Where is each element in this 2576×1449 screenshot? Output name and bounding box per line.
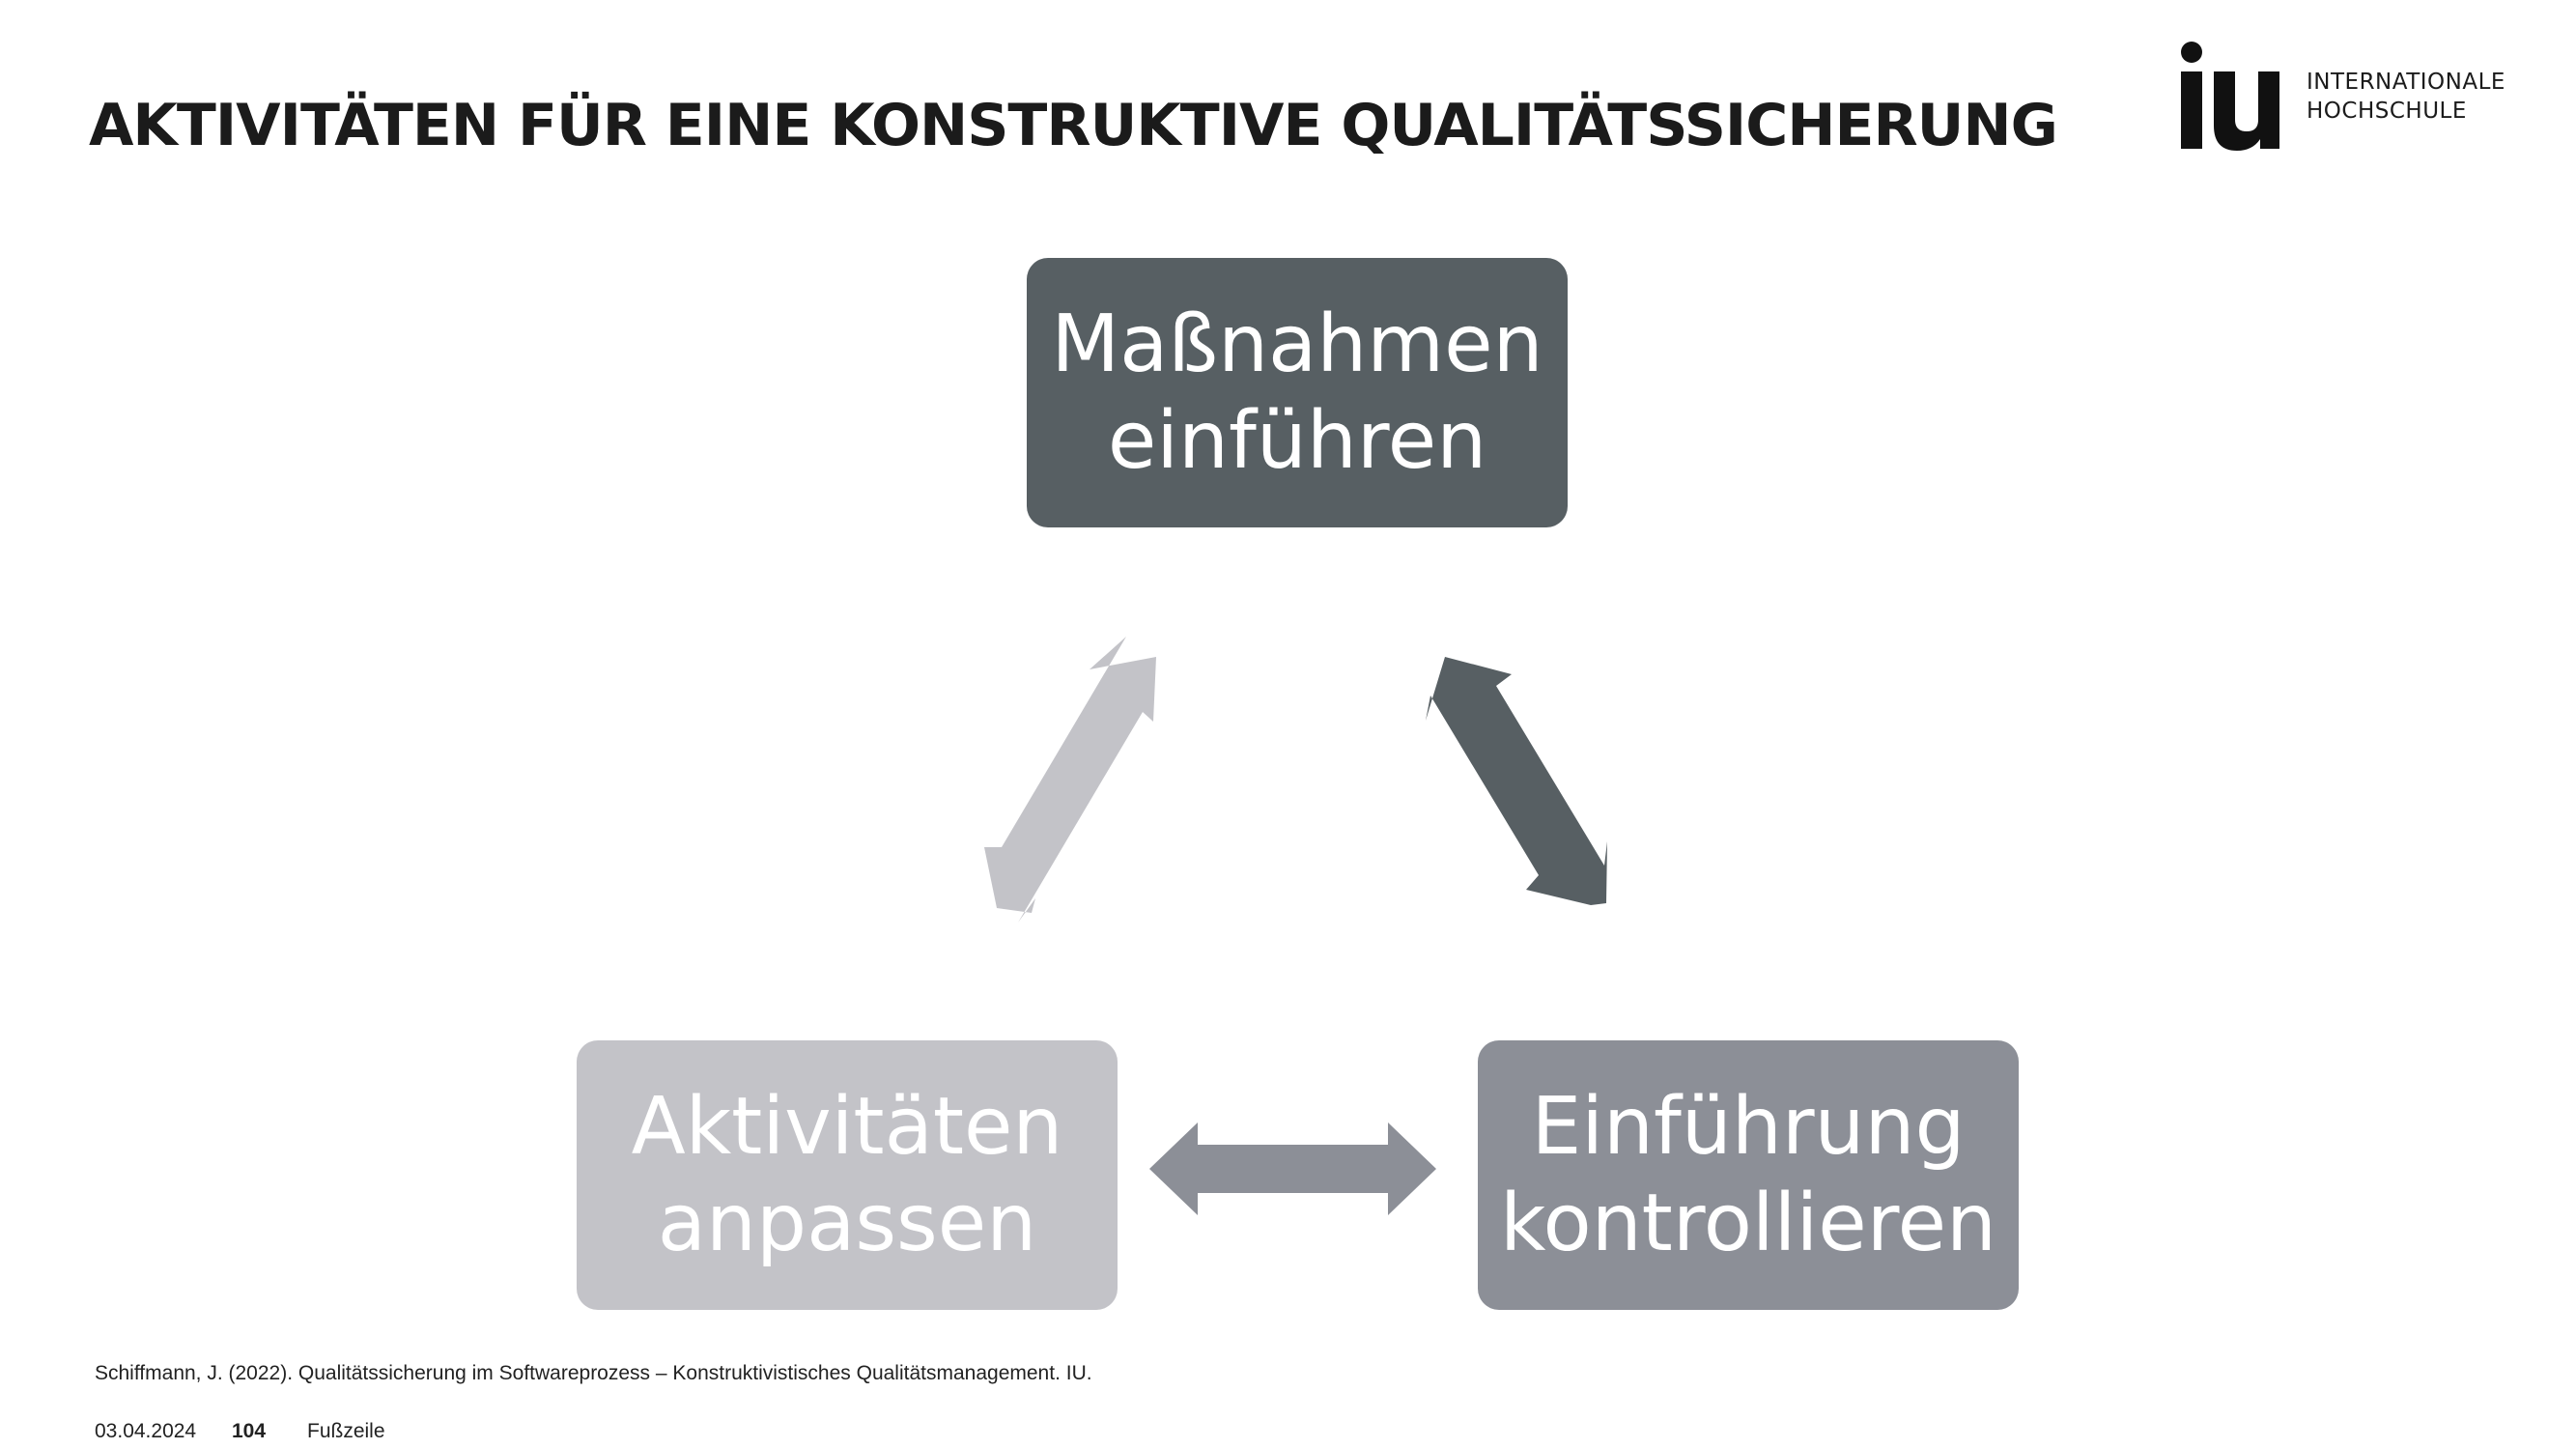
box-right-line2: kontrollieren	[1499, 1177, 1997, 1269]
box-introduction-control: Einführung kontrollieren	[1478, 1040, 2019, 1310]
box-left-line2: anpassen	[657, 1177, 1037, 1269]
footer-label: Fußzeile	[307, 1420, 385, 1442]
logo-text-line2: HOCHSCHULE	[2307, 99, 2467, 124]
footer-page-number: 104	[232, 1420, 267, 1442]
box-right-line1: Einführung	[1531, 1080, 1966, 1173]
box-measures-introduce: Maßnahmen einführen	[1027, 258, 1568, 527]
arrow-horizontal	[1149, 1122, 1436, 1215]
box-left-line1: Aktivitäten	[631, 1080, 1063, 1173]
source-citation: Schiffmann, J. (2022). Qualitätssicherun…	[95, 1362, 1092, 1384]
logo-text-line1: INTERNATIONALE	[2307, 70, 2505, 95]
slide-title: AKTIVITÄTEN FÜR EINE KONSTRUKTIVE QUALIT…	[89, 92, 2058, 159]
footer-date: 03.04.2024	[95, 1420, 197, 1442]
iu-logo-mark	[2181, 42, 2279, 151]
arrow-right-diagonal	[1426, 657, 1607, 905]
box-top-line1: Maßnahmen	[1051, 298, 1543, 390]
iu-logo: INTERNATIONALE HOCHSCHULE	[2175, 39, 2505, 155]
box-top-line2: einführen	[1107, 394, 1487, 487]
footer: 03.04.2024 104 Fußzeile	[95, 1420, 385, 1443]
arrow-left-diagonal	[984, 637, 1156, 923]
box-activities-adjust: Aktivitäten anpassen	[577, 1040, 1118, 1310]
